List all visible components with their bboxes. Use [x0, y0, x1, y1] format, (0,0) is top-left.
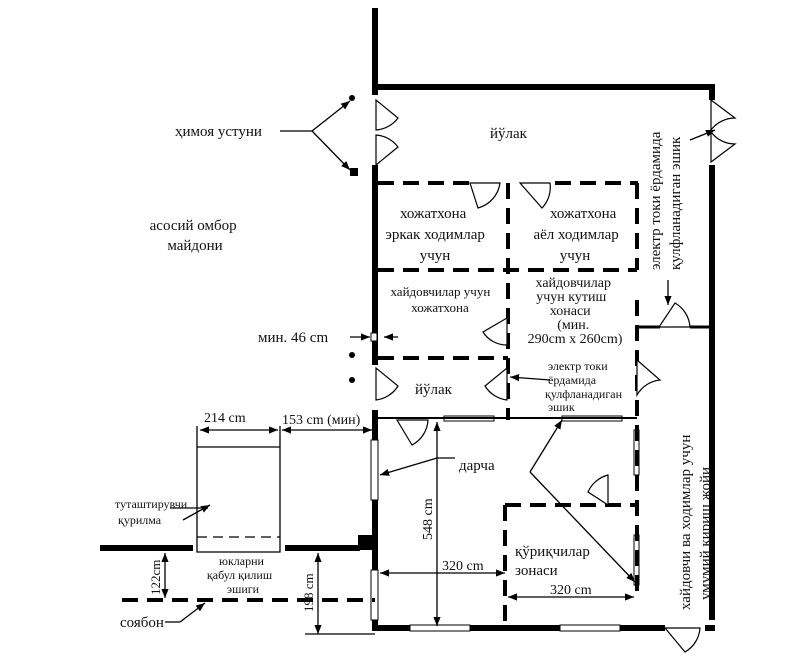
label-elock-door: электр токи ёрдамида қулфланадиган эшик [545, 359, 625, 414]
label-main-storage: асосий омбор майдони [150, 218, 241, 254]
interior-walls [378, 181, 712, 628]
label-dim-320-b: 320 cm [550, 583, 592, 598]
label-dim-122: 122cm [148, 560, 163, 595]
label-loading-door: юкларни қабул қилиш эшиги [207, 554, 275, 596]
label-canopy: соябон [120, 615, 164, 631]
label-wc-drivers: хайдовчилар учун хожатхона [390, 284, 493, 315]
label-dim-198: 198 cm [301, 573, 316, 612]
label-protection-post: ҳимоя устуни [175, 124, 262, 140]
loading-area [100, 426, 375, 635]
label-guard-zone: қўриқчилар зонаси [515, 544, 594, 579]
label-elock-right: электр токи ёрдамида қулфланадиган эшик [648, 128, 684, 270]
label-wc-women: хожатхона аёл ходимлар учун [533, 206, 622, 264]
label-corridor-mid: йўлак [415, 382, 453, 398]
label-wc-men: хожатхона эркак ходимлар учун [385, 206, 488, 264]
label-dim-548: 548 cm [421, 498, 436, 540]
label-driver-waiting-room: хайдовчилар учун кутиш хонаси (мин. 290c… [528, 276, 623, 347]
label-common-entrance: хайдовчи ва ходимлар учун умумий кириш ж… [678, 431, 714, 610]
label-min-46: мин. 46 cm [258, 330, 328, 346]
label-dim-153: 153 cm (мин) [282, 413, 361, 428]
outer-walls [350, 8, 715, 631]
doors [375, 98, 737, 653]
dimension-lines [350, 129, 716, 626]
label-dock-leveler: туташтирувчи қурилма [115, 497, 190, 527]
protection-posts [280, 95, 355, 383]
label-window: дарча [459, 458, 495, 474]
label-dim-214: 214 cm [204, 411, 246, 426]
label-corridor-top: йўлак [490, 126, 528, 142]
label-dim-320-a: 320 cm [442, 559, 484, 574]
